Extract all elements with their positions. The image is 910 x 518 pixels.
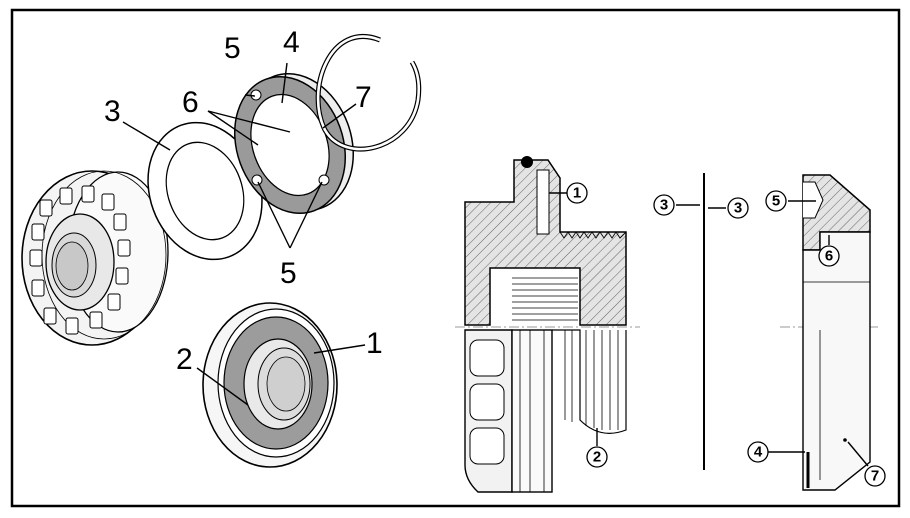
svg-text:6: 6 (825, 248, 833, 265)
flange-nut-part (202, 302, 338, 468)
label-part-5-bottom: 5 (280, 257, 297, 290)
sectional-views: 1 2 3 3 5 6 4 7 (455, 156, 886, 493)
callout-6: 6 (818, 245, 840, 267)
label-part-6: 6 (182, 86, 199, 119)
callout-5: 5 (765, 190, 787, 212)
leader-lines (122, 62, 366, 406)
callout-3-left: 3 (653, 194, 675, 216)
svg-text:1: 1 (573, 185, 581, 202)
svg-text:4: 4 (754, 444, 763, 461)
svg-text:5: 5 (772, 193, 780, 210)
threaded-housing-part (21, 170, 169, 346)
callout-1: 1 (566, 182, 588, 204)
label-part-5-top: 5 (224, 32, 241, 65)
svg-text:3: 3 (660, 197, 668, 214)
svg-text:3: 3 (734, 200, 742, 217)
callout-7: 7 (864, 465, 886, 487)
exploded-perspective-view: 5 4 6 7 3 5 1 2 (21, 26, 422, 468)
label-part-3: 3 (104, 95, 121, 128)
label-part-2: 2 (176, 343, 193, 376)
label-part-1: 1 (366, 327, 383, 360)
gasket-ring (147, 121, 263, 261)
svg-text:7: 7 (871, 468, 879, 485)
svg-text:2: 2 (593, 449, 601, 466)
label-part-7: 7 (355, 81, 372, 114)
snap-ring (315, 34, 422, 152)
flange-section-view (464, 156, 627, 493)
callout-4: 4 (747, 441, 769, 463)
callout-leaders (549, 192, 869, 467)
callout-2: 2 (586, 446, 608, 468)
lock-ring-section-view (802, 174, 871, 491)
callout-3-right: 3 (727, 197, 749, 219)
label-part-4: 4 (283, 26, 300, 59)
